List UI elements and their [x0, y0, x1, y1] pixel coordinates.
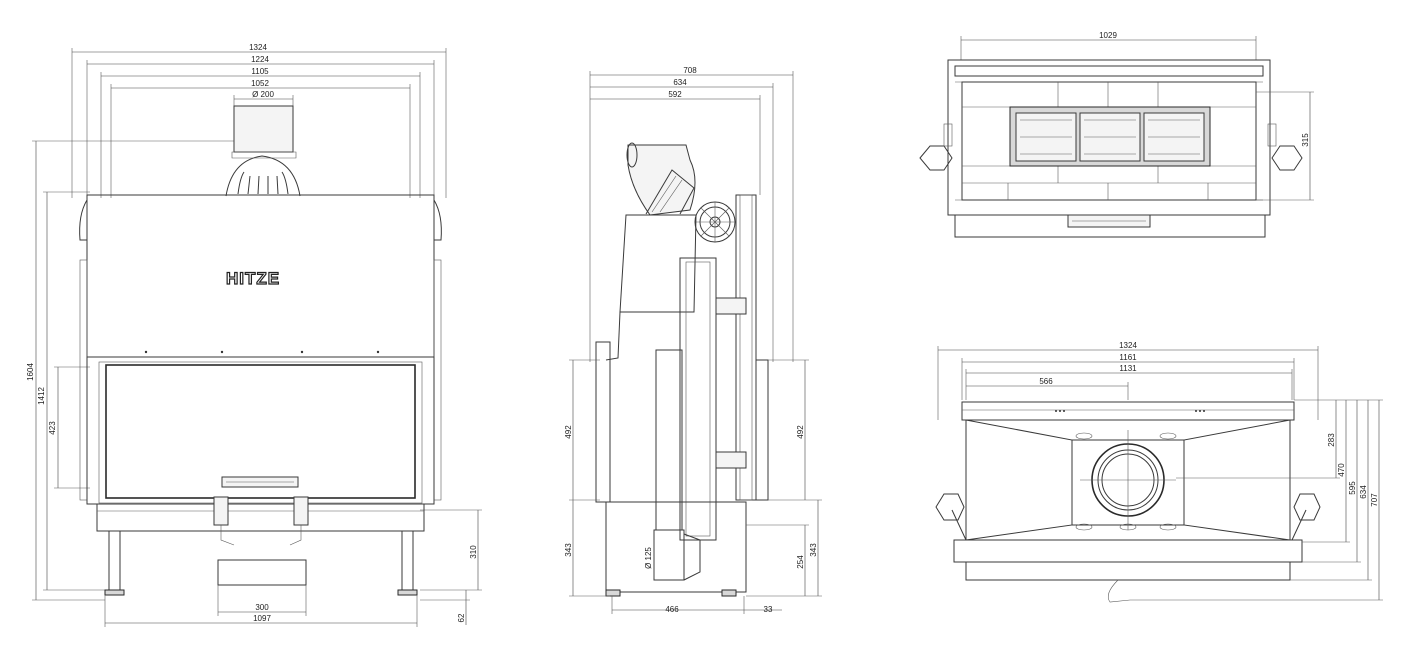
base-dim-470: 470: [1337, 463, 1346, 477]
front-height-dimensions: 1604 1412 423: [26, 140, 234, 601]
side-dim-33: 33: [764, 605, 773, 614]
side-flue-elbow: [627, 144, 696, 216]
front-flue-slots: [237, 171, 289, 195]
side-dim-592: 592: [668, 90, 682, 99]
front-top-screws: [144, 350, 380, 354]
top-view: 1029: [919, 31, 1314, 238]
base-lower-frame: [953, 539, 1303, 563]
side-dim-left-343: 343: [564, 543, 573, 557]
side-view: 708 634 592: [564, 66, 822, 614]
base-top-frame: [961, 401, 1295, 421]
side-dim-708: 708: [683, 66, 697, 75]
base-dim-283: 283: [1327, 433, 1336, 447]
top-grate-sections: [1015, 112, 1205, 162]
front-dim-1105: 1105: [251, 67, 269, 76]
base-dim-634: 634: [1359, 485, 1368, 499]
base-dim-707: 707: [1370, 493, 1379, 507]
front-dim-1412: 1412: [37, 387, 46, 405]
top-dim-1029: 1029: [1099, 31, 1117, 40]
front-dim-1097: 1097: [253, 614, 271, 623]
front-dim-1324: 1324: [249, 43, 267, 52]
side-dim-flue-diameter: Ø 125: [644, 547, 653, 569]
front-dim-1224: 1224: [251, 55, 269, 64]
base-view: 1324 1161 1131 566: [935, 341, 1383, 603]
front-right-leg: [401, 530, 414, 591]
base-dim-595: 595: [1348, 481, 1357, 495]
base-flue-ring: [1080, 430, 1176, 530]
front-flue-collar: [233, 105, 294, 153]
front-left-leg: [108, 530, 121, 591]
side-left-wall: [595, 341, 611, 503]
front-dim-62: 62: [457, 613, 466, 622]
front-dim-310: 310: [469, 545, 478, 559]
front-glass-door: [105, 364, 416, 499]
front-right-dimensions: 310 62: [420, 509, 482, 625]
base-left-counterweight: [935, 493, 965, 521]
top-dim-315: 315: [1301, 133, 1310, 147]
side-hood-body: [619, 214, 697, 313]
base-dim-566: 566: [1039, 377, 1053, 386]
side-lower-structure: [605, 501, 747, 593]
side-fan-wheel: [694, 201, 736, 243]
side-dim-left-492: 492: [564, 425, 573, 439]
base-dim-1324: 1324: [1119, 341, 1137, 350]
base-right-dimensions: 283 470 595 634 707: [1130, 399, 1383, 601]
front-dim-flue-diameter: Ø 200: [252, 90, 274, 99]
top-right-counterweight: [1271, 145, 1303, 171]
base-dim-1131: 1131: [1119, 364, 1137, 373]
base-air-holes: [1075, 432, 1177, 531]
side-dim-right-492: 492: [796, 425, 805, 439]
front-dim-300: 300: [255, 603, 269, 612]
side-front-door-panel: [679, 257, 717, 541]
top-left-counterweight: [919, 145, 953, 171]
side-dim-466: 466: [665, 605, 679, 614]
front-dim-1052: 1052: [251, 79, 269, 88]
base-top-dots: [1055, 410, 1205, 412]
base-right-counterweight: [1293, 493, 1321, 521]
side-dim-634: 634: [673, 78, 687, 87]
front-dim-1604: 1604: [26, 363, 35, 381]
front-left-handle: [213, 496, 229, 526]
front-lower-frame: [96, 503, 425, 532]
front-view: 1324 1224 1105 1052 Ø 200 1604 1412 423: [26, 43, 482, 627]
front-dim-423: 423: [48, 421, 57, 435]
front-right-handle: [293, 496, 309, 526]
top-firebox: [961, 81, 1257, 201]
base-dim-1161: 1161: [1119, 353, 1137, 362]
hitze-logo: HITZE: [226, 269, 280, 288]
side-dim-254: 254: [796, 555, 805, 569]
front-ash-drawer: [217, 559, 307, 586]
side-dim-right-343: 343: [809, 543, 818, 557]
